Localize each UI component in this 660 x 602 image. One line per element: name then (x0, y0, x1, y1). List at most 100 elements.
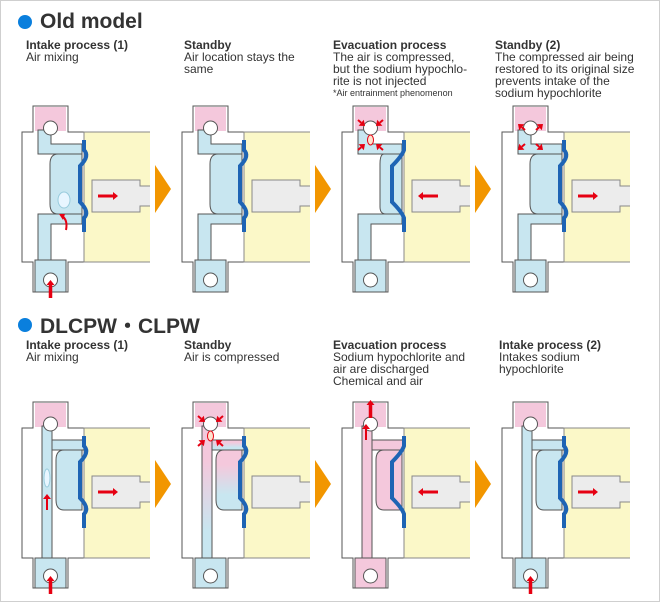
air-bubble (57, 191, 71, 209)
flow-arrow-head-icon (518, 124, 525, 131)
flow-arrow-head-icon (593, 192, 598, 200)
pump-diagram-new-intake (21, 401, 150, 594)
diaphragm (390, 436, 406, 528)
suction-check-ball (203, 272, 218, 288)
upper-passage (531, 439, 565, 451)
flow-arrow-head-icon (536, 124, 543, 131)
section-title-text: DLCPW・CLPW (40, 315, 200, 338)
pump-chamber (215, 449, 243, 511)
diaphragm (390, 140, 406, 232)
discharge-check-ball (203, 416, 218, 432)
suction-check-ball (363, 568, 378, 584)
step-caption: Intake process (1) Air mixing (26, 339, 186, 363)
pump-chamber (209, 153, 243, 215)
plunger-rod (571, 475, 630, 509)
pump-chamber (529, 153, 563, 215)
step-caption: Standby Air location stays the same (184, 39, 344, 75)
section-title-dlcpw-clpw: DLCPW・CLPW (18, 310, 200, 340)
flow-arrow-head-icon (358, 144, 365, 151)
pump-diagram-new-evacuation (341, 400, 470, 589)
step-caption: Evacuation process Sodium hypochlorite a… (333, 339, 493, 387)
step-heading: Standby (2) (495, 38, 561, 52)
section-title-old-model: Old model (18, 10, 143, 34)
air-bubble (43, 468, 51, 488)
diaphragm (238, 436, 249, 528)
diaphragm (558, 436, 569, 528)
step-heading: Intake process (1) (26, 338, 129, 352)
flow-arrow-shaft (219, 442, 224, 447)
step-description: The air is compressed, but the sodium hy… (333, 50, 468, 88)
step-heading: Standby (184, 38, 232, 52)
step-heading: Intake process (1) (26, 38, 129, 52)
next-step-arrow-icon (475, 460, 491, 508)
flow-arrow-head-icon (59, 214, 65, 220)
discharge-check-ball (523, 416, 538, 432)
step-note: *Air entrainment phenomenon (333, 88, 453, 98)
flow-arrow-head-icon (113, 488, 118, 496)
next-step-arrow-icon (315, 460, 331, 508)
flow-arrow-head-icon (418, 488, 423, 496)
flow-arrow-head-icon (376, 119, 383, 126)
pump-diagram-old-standby-2 (501, 105, 630, 293)
upper-passage (371, 439, 405, 451)
step-caption: Intake process (1) Air mixing (26, 39, 186, 63)
vertical-flow-channel (521, 425, 533, 567)
step-description: Air is compressed (184, 350, 280, 364)
pump-diagram-new-intake-2 (501, 401, 630, 594)
flow-arrow-shaft (535, 126, 540, 131)
step-caption: Standby (2) The compressed air being res… (495, 39, 655, 99)
suction-check-ball (523, 272, 538, 288)
flow-arrow-head-icon (113, 192, 118, 200)
flow-arrow-shaft (379, 146, 384, 151)
diaphragm (78, 140, 89, 232)
flow-arrow-shaft (197, 415, 202, 420)
step-description: Sodium hypochlorite and air are discharg… (333, 350, 466, 388)
discharge-check-ball (43, 416, 58, 432)
pump-diagram-new-standby (181, 401, 310, 589)
discharge-check-ball (523, 120, 538, 136)
pump-diagram-old-standby (181, 105, 310, 293)
flow-arrow-shaft (535, 143, 540, 148)
pump-diagram-old-evacuation (341, 105, 470, 293)
flow-arrow-head-icon (43, 494, 51, 499)
plunger-rod (251, 475, 310, 509)
discharge-check-ball (363, 120, 378, 136)
flow-arrow-head-icon (376, 144, 383, 151)
step-heading: Standby (184, 338, 232, 352)
flow-arrow-shaft (521, 143, 526, 148)
flow-arrow-head-icon (366, 400, 375, 405)
flow-arrow-shaft (379, 119, 384, 124)
discharge-check-ball (43, 120, 58, 136)
next-step-arrow-icon (315, 165, 331, 213)
flow-arrow-head-icon (46, 576, 55, 581)
plunger-rod (91, 179, 150, 213)
compressed-air-bubble (367, 134, 374, 146)
next-step-arrow-icon (155, 165, 171, 213)
pump-chamber (535, 449, 563, 511)
step-description: Air mixing (26, 50, 79, 64)
next-step-arrow-icon (155, 460, 171, 508)
next-step-arrow-icon (475, 165, 491, 213)
plunger-rod (411, 179, 470, 213)
flow-arrow-head-icon (216, 440, 223, 447)
diaphragm (558, 140, 569, 232)
compressed-air-bubble (207, 430, 214, 442)
flow-arrow-shaft (357, 119, 362, 124)
step-description: Air location stays the same (184, 50, 295, 76)
plunger-rod (91, 475, 150, 509)
discharge-check-ball (203, 120, 218, 136)
flow-arrow-head-icon (46, 280, 55, 285)
flow-arrow-head-icon (198, 415, 205, 422)
vertical-flow-channel (201, 425, 213, 567)
flow-arrow-head-icon (362, 424, 370, 429)
flow-arrow-head-icon (216, 415, 223, 422)
plunger-rod (571, 179, 630, 213)
vertical-flow-channel (361, 425, 373, 567)
flow-arrow-head-icon (418, 192, 423, 200)
plunger-rod (251, 179, 310, 213)
flow-arrow-head-icon (518, 143, 525, 150)
flow-arrow-shaft (197, 442, 202, 447)
suction-check-ball (203, 568, 218, 584)
suction-check-ball (363, 272, 378, 288)
step-caption: Intake process (2) Intakes sodium hypoch… (499, 339, 659, 375)
